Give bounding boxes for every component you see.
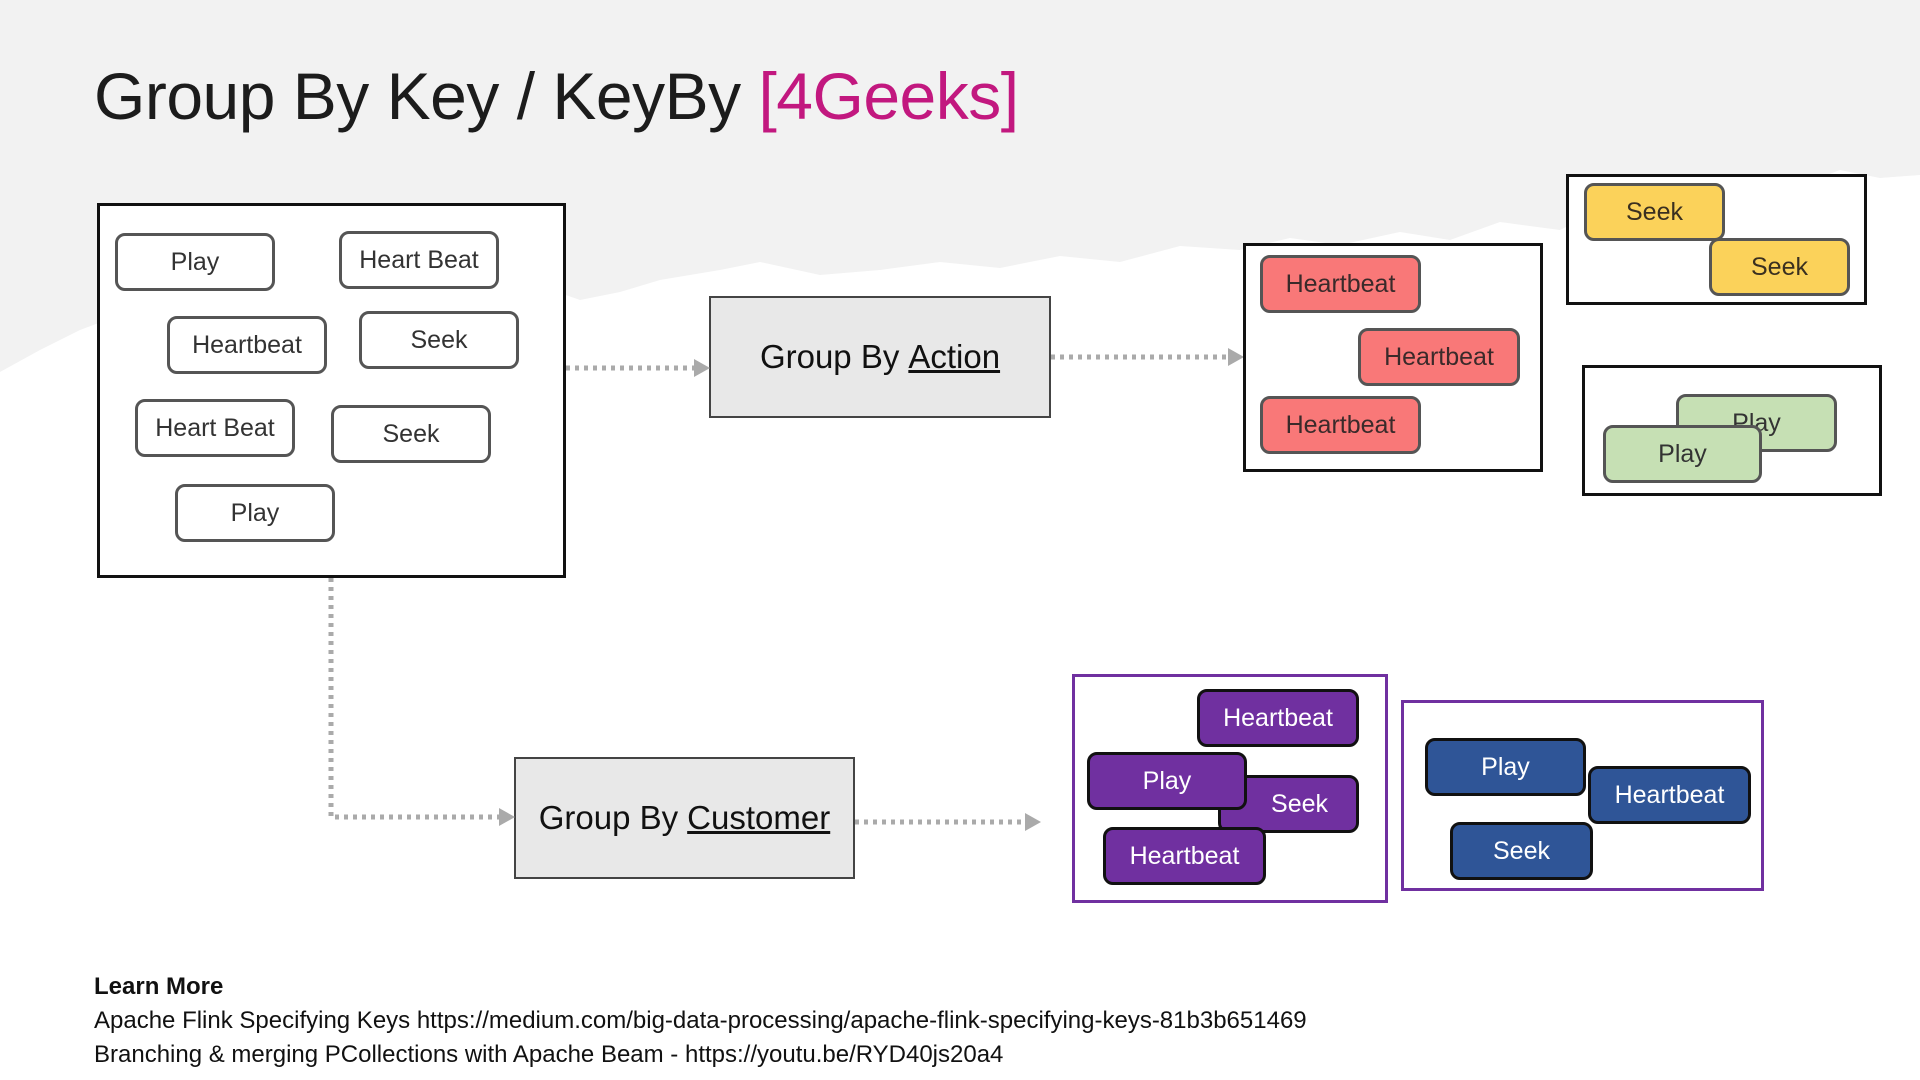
group-event-seek: Seek [1709, 238, 1850, 296]
customer-a-event-play: Play [1087, 752, 1247, 810]
group-event-heartbeat: Heartbeat [1260, 255, 1421, 313]
learn-more-section: Learn More Apache Flink Specifying Keys … [94, 970, 1307, 1072]
source-event-play: Play [115, 233, 275, 291]
customer-a-event-heartbeat: Heartbeat [1197, 689, 1359, 747]
source-event-heartbeat: Heartbeat [167, 316, 327, 374]
source-event-play: Play [175, 484, 335, 542]
group-by-action-key: Action [908, 338, 1001, 375]
learn-more-link-beam: Branching & merging PCollections with Ap… [94, 1041, 1004, 1068]
title-highlight: [4Geeks] [758, 59, 1019, 133]
page-title: Group By Key / KeyBy [4Geeks] [94, 58, 1019, 134]
title-main: Group By Key / KeyBy [94, 59, 759, 133]
group-event-play: Play [1603, 425, 1762, 483]
group-by-customer-key: Customer [687, 799, 831, 836]
learn-more-title: Learn More [94, 973, 224, 1000]
group-event-heartbeat: Heartbeat [1358, 328, 1520, 386]
customer-b-event-heartbeat: Heartbeat [1588, 766, 1751, 824]
group-event-heartbeat: Heartbeat [1260, 396, 1421, 454]
learn-more-link-flink: Apache Flink Specifying Keys https://med… [94, 1007, 1307, 1034]
customer-a-event-heartbeat: Heartbeat [1103, 827, 1266, 885]
group-by-customer-prefix: Group By [538, 799, 679, 836]
group-by-action-prefix: Group By [759, 338, 900, 375]
customer-b-event-play: Play [1425, 738, 1586, 796]
customer-b-event-seek: Seek [1450, 822, 1593, 880]
group-event-seek: Seek [1584, 183, 1725, 241]
source-event-heart-beat: Heart Beat [135, 399, 295, 457]
source-event-seek: Seek [359, 311, 519, 369]
source-event-seek: Seek [331, 405, 491, 463]
source-event-heart-beat: Heart Beat [339, 231, 499, 289]
